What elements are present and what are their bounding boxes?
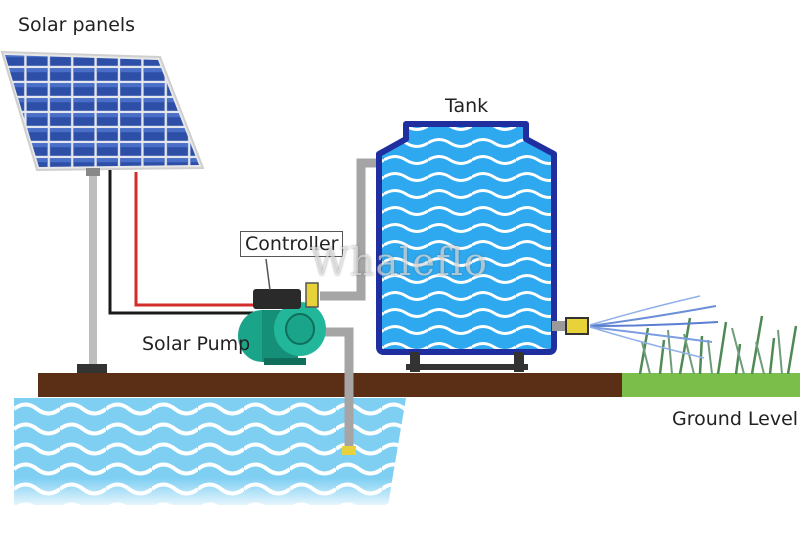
panel-wiring <box>108 170 256 315</box>
water-tank <box>376 121 557 372</box>
grass-patch <box>622 315 800 397</box>
delivery-pipe <box>320 158 384 301</box>
tank-label: Tank <box>445 95 489 117</box>
solar-pump-label: Solar Pump <box>142 333 251 355</box>
solar-panel-array <box>0 50 205 172</box>
controller-label: Controller <box>240 231 344 257</box>
solar-panel-stand <box>77 168 107 374</box>
solar-panels-label: Solar panels <box>18 14 136 36</box>
ground-level-label: Ground Level <box>672 408 799 430</box>
controller-pointer <box>265 258 271 291</box>
suction-pipe <box>320 327 356 455</box>
outlet-valve <box>552 317 589 335</box>
water-spray <box>589 295 719 359</box>
water-source <box>14 398 406 505</box>
watermark: Whaleflo <box>310 240 488 284</box>
ground-strip <box>38 373 624 397</box>
solar-pump <box>238 282 326 365</box>
